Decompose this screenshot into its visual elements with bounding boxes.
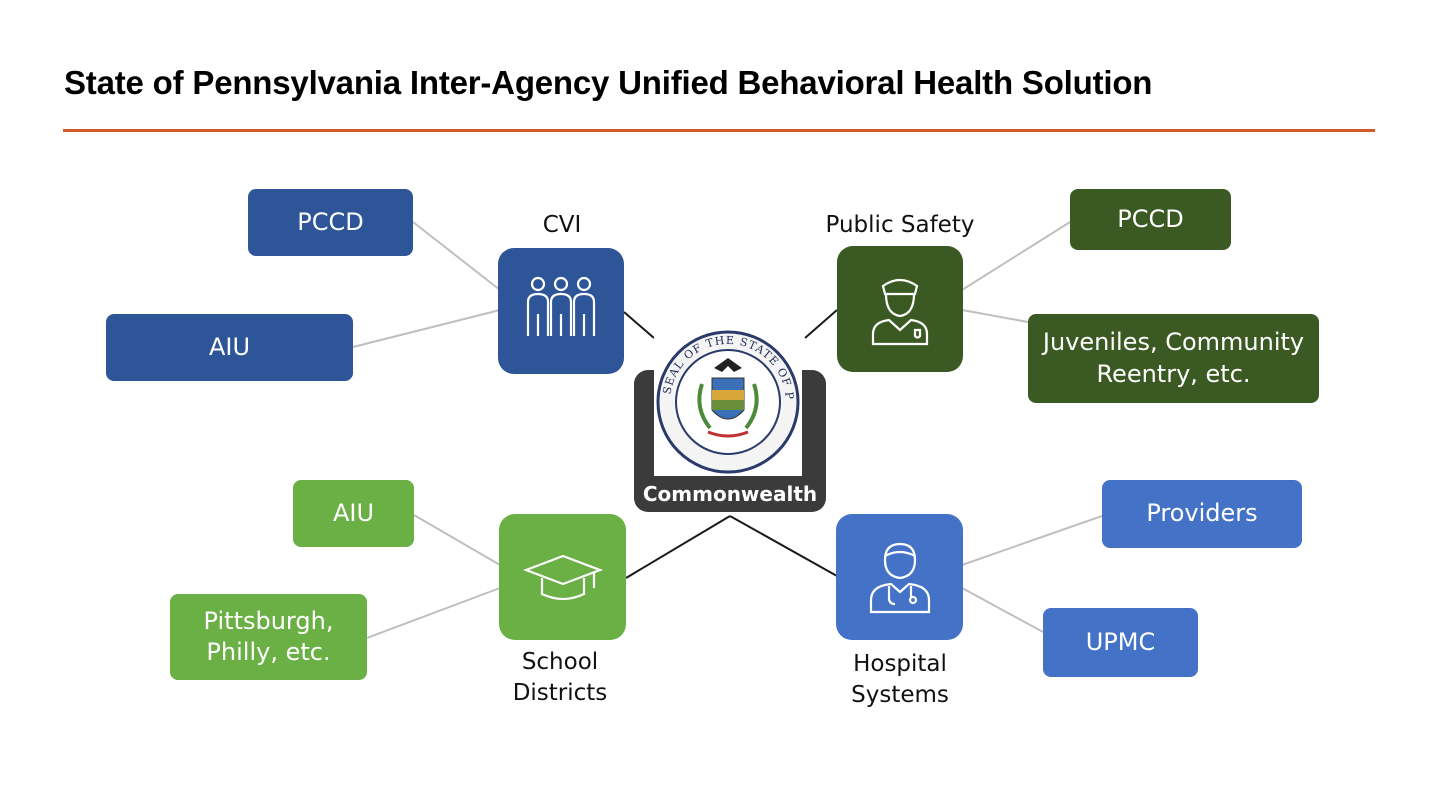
- title-divider: [63, 129, 1375, 132]
- connector-sd-pittsburgh: [366, 587, 501, 639]
- sd-pittsburgh-box: Pittsburgh, Philly, etc.: [170, 594, 367, 680]
- hub-school-districts: [499, 514, 626, 640]
- seal-icon: SEAL OF THE STATE OF PENNSYLVANIA: [649, 318, 800, 474]
- ps-pccd-box: PCCD: [1070, 189, 1231, 250]
- hs-providers-box: Providers: [1102, 480, 1302, 548]
- connector-sd-aiu: [413, 514, 501, 566]
- police-officer-icon: [871, 278, 929, 346]
- cvi-pccd-box: PCCD: [248, 189, 413, 256]
- hs-upmc-box: UPMC: [1043, 608, 1198, 677]
- connector-center-cvi: [623, 311, 655, 339]
- hub-hospital-systems: [836, 514, 963, 640]
- pennsylvania-seal: SEAL OF THE STATE OF PENNSYLVANIA: [649, 318, 802, 476]
- connector-hs-upmc: [961, 587, 1044, 633]
- connector-center-hs: [729, 515, 838, 577]
- ps-juveniles-box: Juveniles, Community Reentry, etc.: [1028, 314, 1319, 403]
- cvi-aiu-box: AIU: [106, 314, 353, 381]
- sd-aiu-box: AIU: [293, 480, 414, 547]
- category-label-cvi: CVI: [542, 212, 582, 238]
- category-label-school-districts: School Districts: [512, 649, 608, 707]
- commonwealth-label: Commonwealth: [642, 482, 818, 506]
- connector-center-ps: [804, 309, 838, 339]
- connector-center-sd: [625, 515, 731, 579]
- connector-ps-juveniles: [961, 309, 1029, 323]
- doctor-icon: [869, 542, 930, 614]
- connector-ps-pccd: [961, 221, 1071, 291]
- category-label-public-safety: Public Safety: [825, 212, 975, 238]
- hub-public-safety: [837, 246, 963, 372]
- page-title: State of Pennsylvania Inter-Agency Unifi…: [64, 64, 1153, 101]
- connector-hs-providers: [961, 515, 1103, 566]
- category-label-hospital-systems: Hospital Systems: [851, 651, 949, 709]
- hub-cvi: [498, 248, 624, 374]
- connector-cvi-aiu: [352, 309, 501, 348]
- graduation-cap-icon: [522, 554, 603, 601]
- connector-cvi-pccd: [412, 221, 501, 291]
- people-group-icon: [526, 276, 596, 336]
